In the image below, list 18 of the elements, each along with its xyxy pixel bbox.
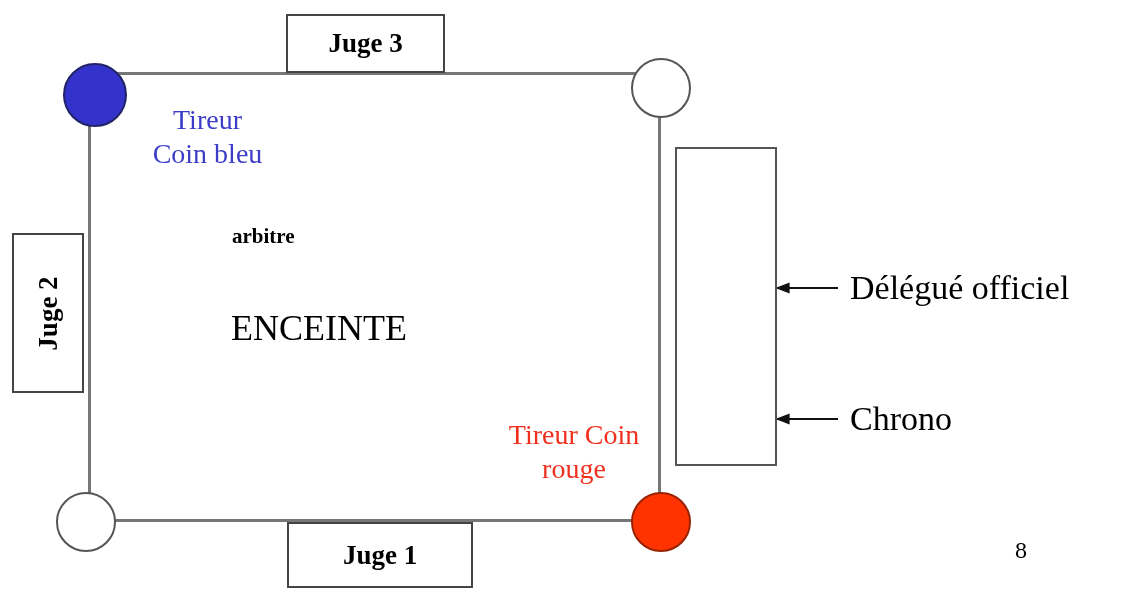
ring-label: ENCEINTE	[231, 307, 407, 349]
judge-label: Juge 2	[32, 275, 64, 351]
official-label: Chrono	[850, 400, 952, 438]
corner-circle	[63, 63, 127, 127]
judge-label: Juge 3	[328, 28, 403, 59]
referee-label: arbitre	[232, 224, 295, 249]
judge-label: Juge 1	[342, 539, 418, 571]
official-label: Délégué officiel	[850, 269, 1070, 307]
corner-circle	[631, 492, 691, 552]
fighter-label: Tireur Coin bleu	[151, 103, 264, 171]
judge-box	[12, 233, 84, 393]
judge-box	[286, 14, 445, 73]
page-number: 8	[1015, 537, 1027, 564]
corner-circle	[56, 492, 116, 552]
corner-circle	[631, 58, 691, 118]
officials-table	[675, 147, 777, 466]
judge-box	[287, 522, 473, 588]
fighter-label: Tireur Coin rouge	[507, 418, 641, 486]
